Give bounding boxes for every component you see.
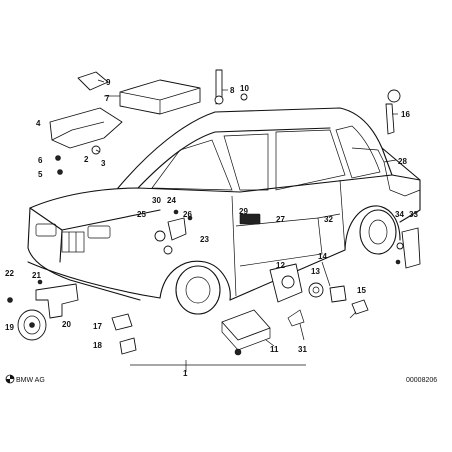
callout-4: 4 bbox=[36, 119, 41, 128]
callout-20: 20 bbox=[62, 320, 71, 329]
control-unit-bracket bbox=[77, 71, 201, 115]
door-wiring bbox=[235, 217, 323, 267]
rear-lock-parts bbox=[395, 227, 421, 269]
callout-31: 31 bbox=[298, 345, 307, 354]
callout-19: 19 bbox=[5, 323, 14, 332]
nut-part bbox=[240, 93, 248, 101]
callout-21: 21 bbox=[32, 271, 41, 280]
callout-10: 10 bbox=[240, 84, 249, 93]
callout-2: 2 bbox=[84, 155, 89, 164]
callout-11: 11 bbox=[270, 345, 279, 354]
callout-6: 6 bbox=[38, 156, 43, 165]
hood-latch-parts bbox=[154, 209, 193, 255]
bracket-part bbox=[119, 337, 137, 355]
callout-12: 12 bbox=[276, 261, 285, 270]
callout-27: 27 bbox=[276, 215, 285, 224]
siren-part bbox=[269, 263, 303, 303]
callout-18: 18 bbox=[93, 341, 102, 350]
callout-8: 8 bbox=[230, 86, 235, 95]
callout-9: 9 bbox=[106, 78, 111, 87]
rear-wiring bbox=[351, 147, 421, 197]
mounting-bracket bbox=[49, 107, 123, 149]
callout-26: 26 bbox=[183, 210, 192, 219]
screw-parts bbox=[55, 155, 63, 175]
callout-17: 17 bbox=[93, 322, 102, 331]
callout-25: 25 bbox=[137, 210, 146, 219]
brand-logo bbox=[5, 374, 15, 384]
callout-16: 16 bbox=[401, 110, 410, 119]
key-part bbox=[349, 299, 369, 319]
callout-15: 15 bbox=[357, 286, 366, 295]
callout-1: 1 bbox=[183, 369, 188, 378]
harness-line bbox=[317, 213, 341, 219]
callout-7: 7 bbox=[105, 94, 110, 103]
callout-22: 22 bbox=[5, 269, 14, 278]
car-body-outline bbox=[27, 107, 421, 315]
callout-29: 29 bbox=[239, 207, 248, 216]
connector-part bbox=[287, 309, 305, 327]
horn bbox=[17, 309, 47, 341]
relay-part bbox=[111, 313, 133, 331]
callout-28: 28 bbox=[398, 157, 407, 166]
switch-part bbox=[329, 285, 347, 303]
callout-24: 24 bbox=[167, 196, 176, 205]
brand-name: BMW AG bbox=[16, 377, 45, 384]
sensor-part bbox=[214, 69, 224, 105]
screw-part bbox=[7, 297, 13, 303]
rear-sensor bbox=[385, 89, 401, 135]
callout-23: 23 bbox=[200, 235, 209, 244]
callout-30: 30 bbox=[152, 196, 161, 205]
horn-bracket bbox=[35, 279, 79, 319]
control-box bbox=[221, 309, 271, 356]
callout-14: 14 bbox=[318, 252, 327, 261]
callout-13: 13 bbox=[311, 267, 320, 276]
leader-lines bbox=[95, 79, 398, 372]
drawing-number: 00008206 bbox=[406, 377, 437, 384]
callout-32: 32 bbox=[324, 215, 333, 224]
control-module bbox=[239, 213, 261, 225]
callout-5: 5 bbox=[38, 170, 43, 179]
lock-cylinder bbox=[308, 282, 324, 298]
callout-3: 3 bbox=[101, 159, 106, 168]
callout-34: 34 bbox=[395, 210, 404, 219]
callout-33: 33 bbox=[409, 210, 418, 219]
callout-labels: 1 2 3 4 5 6 7 8 9 10 11 12 13 14 15 16 1… bbox=[5, 78, 418, 378]
